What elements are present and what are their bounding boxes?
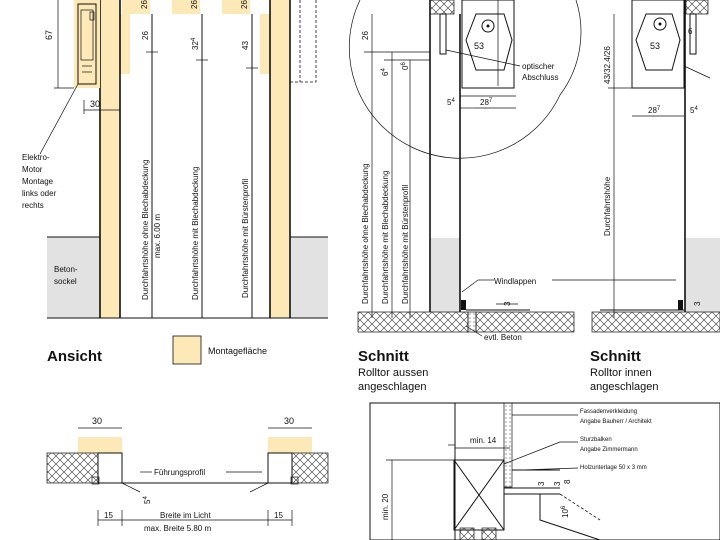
optic-note-1: optischer [522,62,555,71]
concrete-plinth-left [47,237,100,318]
mounting-top-1 [122,0,150,14]
legend-swatch [172,335,202,365]
grundriss-view: 30 30 Führungsprofil 54 15 15 Breite im … [46,416,329,533]
guide-left [97,452,123,484]
dim-53-aussen: 53 [474,41,484,51]
dim-30-left: 30 [92,416,102,426]
schnitt-aussen-view: 53 26 64 06 54 287 optischer Abschluss D… [348,0,676,393]
mounting-area-right [270,0,290,318]
note-wood: Holzunterlage 50 x 3 mm [580,465,647,471]
schnitt-innen-title: Schnitt [590,348,641,365]
dim-3b: 3 [553,481,562,486]
height-no-cover: Durchfahrtshöhe ohne Blechabdeckung [141,159,150,300]
dim-43-innen: 43/32.4/26 [603,46,612,84]
dim-6-aussen: 64 [381,68,390,76]
schnitt-aussen-sub1: Rolltor aussen [358,367,428,379]
height-cover-aussen: Durchfahrtshöhe mit Blechabdeckung [381,171,390,304]
dim-26-aussen: 26 [361,31,370,40]
dim-min14: min. 14 [470,436,497,445]
dim-32: 324 [191,37,200,50]
dim-top-2: 26 [190,0,199,9]
schnitt-innen-view: 53 6 43/32.4/26 Durchfahrtshöhe 287 54 3… [590,0,720,393]
dim-8: 8 [563,479,572,484]
dim-top-1: 26 [140,0,149,9]
height-brush-aussen: Durchfahrtshöhe mit Bürstenprofil [401,185,410,304]
dim-5-aussen: 54 [447,98,455,107]
facade-cladding [503,402,513,488]
socket-note-1: Beton- [54,265,78,274]
ansicht-title: Ansicht [47,348,102,365]
note-beam-1: Sturzbalken [580,437,612,443]
dim-0-aussen: 06 [401,62,410,70]
motor-note-2: Motor [22,165,43,174]
height-brush: Durchfahrtshöhe mit Bürstenprofil [241,179,250,298]
detail-circle [348,0,582,159]
dim-3-innen: 3 [693,301,702,306]
motor-icon [77,3,97,85]
optic-note-2: Abschluss [522,73,558,82]
motor-note-5: rechts [22,201,44,210]
dim-67: 67 [44,30,54,40]
detail-view: min. 14 min. 20 3 3 8 106 Fassadenverkle… [369,402,720,540]
dim-5-grundriss: 54 [143,496,152,504]
dim-28-innen: 287 [648,106,661,115]
schnitt-innen-sub2: angeschlagen [590,381,659,393]
guide-right [267,452,293,484]
schnitt-aussen-title: Schnitt [358,348,409,365]
legend-label: Montagefläche [208,346,267,356]
dim-10: 106 [561,505,570,518]
roll-box [461,0,515,89]
height-max: max. 6.00 m [153,214,162,258]
dim-26: 26 [141,31,150,40]
note-facade-2: Angabe Bauherr / Architekt [580,419,652,425]
dim-30-right: 30 [284,416,294,426]
wall-left [46,452,99,484]
dim-15-left: 15 [104,511,113,520]
width-label: Breite im Licht [160,511,211,520]
dim-3-aussen: 3 [503,301,512,306]
height-no-cover-aussen: Durchfahrtshöhe ohne Blechabdeckung [361,163,370,304]
concrete-plinth-right [290,237,328,318]
motor-note-4: links oder [22,189,57,198]
dim-min20: min. 20 [381,493,390,520]
dim-5-innen: 54 [690,106,698,115]
detail-frame [369,402,720,540]
lintel-beam [453,459,505,531]
dim-53-innen: 53 [650,41,660,51]
roll-box-innen [631,0,685,89]
dim-30: 30 [90,99,100,109]
width-max: max. Breite 5.80 m [144,524,211,533]
floor-aussen [357,311,469,333]
note-beam-2: Angabe Zimmermann [580,447,638,453]
note-facade-1: Fassadenverkleidung [580,409,637,415]
motor-note-3: Montage [22,177,54,186]
motor-note-1: Elektro- [22,153,50,162]
socket-note-2: sockel [54,277,77,286]
dim-top-3: 26 [240,0,249,9]
mounting-top-2 [172,0,200,14]
schnitt-aussen-sub2: angeschlagen [358,381,427,393]
dim-15-right: 15 [274,511,283,520]
wind-note: Windlappen [494,277,536,286]
schnitt-innen-sub1: Rolltor innen [590,367,652,379]
mounting-area-left [100,0,120,318]
height-innen: Durchfahrtshöhe [603,176,612,236]
floor-innen [591,311,720,333]
ansicht-view: 67 30 26 26 26 26 324 43 Durchfahrtshöhe… [22,0,328,365]
dim-28-aussen: 287 [480,98,493,107]
beton-note: evtl. Beton [484,333,522,342]
mounting-top-3 [222,0,250,14]
dim-6-innen: 6 [688,27,693,36]
guide-label: Führungsprofil [154,468,205,477]
dim-43: 43 [241,41,250,50]
wall-right [291,452,329,484]
height-with-cover: Durchfahrtshöhe mit Blechabdeckung [191,167,200,300]
dim-3a: 3 [537,481,546,486]
